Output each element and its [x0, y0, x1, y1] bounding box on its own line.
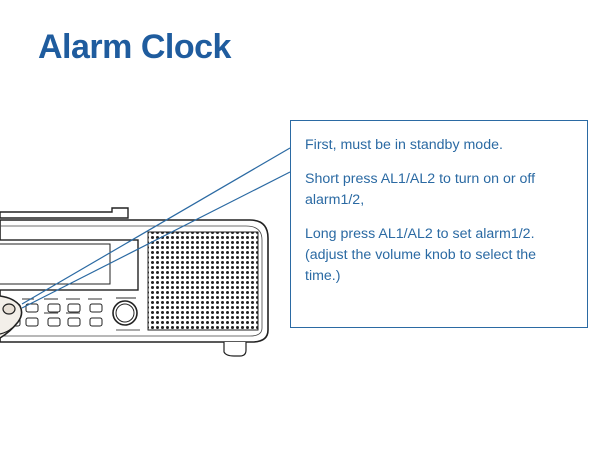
callout-line-long-press: Long press AL1/AL2 to set alarm1/2.	[305, 226, 535, 242]
pointing-finger-illustration	[0, 295, 23, 339]
callout-leader-lines	[21, 147, 291, 309]
callout-line-standby: First, must be in standby mode.	[305, 137, 503, 153]
page-title: Alarm Clock	[38, 28, 231, 66]
device-top-strip	[0, 207, 129, 219]
volume-knob	[112, 297, 140, 331]
instruction-callout-box: First, must be in standby mode. Short pr…	[290, 120, 588, 328]
callout-line-short-press: Short press AL1/AL2 to turn on or off	[305, 171, 536, 187]
callout-line-adjust-cont: time.)	[305, 268, 341, 284]
speaker-grill	[147, 231, 259, 331]
callout-line-short-press-cont: alarm1/2,	[305, 192, 365, 208]
device-foot	[223, 342, 247, 357]
callout-line-adjust: (adjust the volume knob to select the	[305, 247, 537, 263]
device-display	[0, 239, 139, 291]
